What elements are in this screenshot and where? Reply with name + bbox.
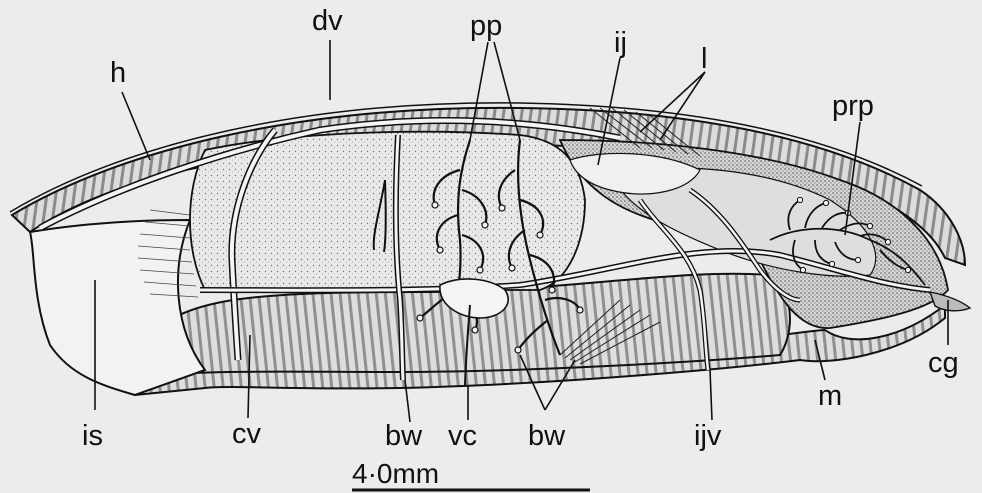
introvert-sheath <box>30 220 205 395</box>
label-is: is <box>82 420 103 452</box>
label-cv: cv <box>232 418 262 450</box>
label-cg: cg <box>928 347 959 379</box>
caudal-gland <box>930 292 970 311</box>
label-vc: vc <box>448 420 477 452</box>
label-m: m <box>818 380 842 412</box>
label-ij: ij <box>614 27 627 59</box>
label-bw-right: bw <box>528 420 566 452</box>
label-bw-left: bw <box>385 420 423 452</box>
label-ijv: ijv <box>694 420 722 452</box>
label-pp: pp <box>470 10 502 42</box>
label-dv: dv <box>312 5 343 37</box>
label-h: h <box>110 57 126 89</box>
gut <box>190 132 585 290</box>
scale-bar-label: 4·0mm <box>352 458 439 489</box>
label-l: l <box>701 43 707 75</box>
label-prp: prp <box>832 90 874 122</box>
